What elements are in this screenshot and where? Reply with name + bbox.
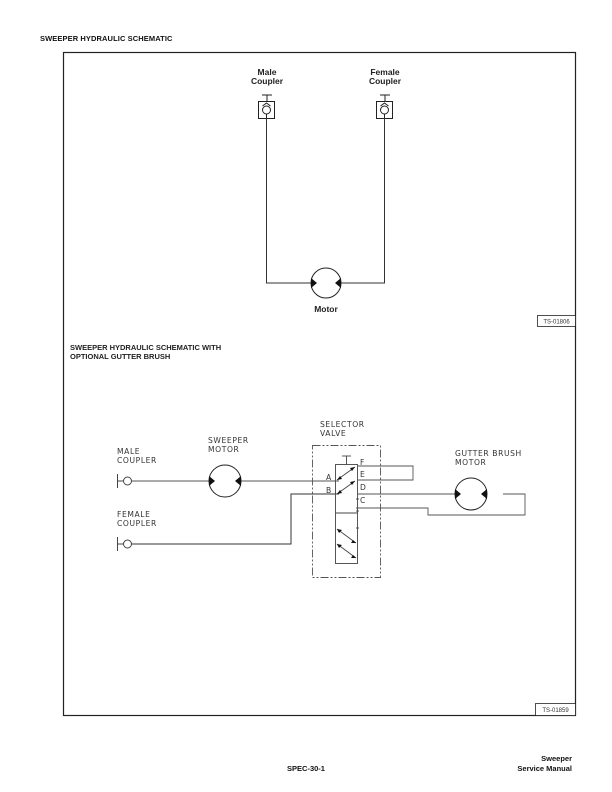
footer-manual-title-line1: Sweeper (541, 754, 572, 763)
male-coupler-label-line2: Coupler (251, 76, 284, 86)
sweeper-motor-icon (208, 464, 242, 498)
male-coupler-icon (258, 94, 275, 119)
male-coupler-label-line2: COUPLER (117, 456, 157, 465)
figure-2-heading-line2: OPTIONAL GUTTER BRUSH (70, 352, 170, 361)
page-heading: SWEEPER HYDRAULIC SCHEMATIC (40, 34, 173, 43)
figure-2-tag-box (535, 703, 576, 716)
figure-1-tag-box (537, 315, 576, 327)
male-coupler-label-line1: Male (258, 67, 277, 77)
port-f-label: F (360, 458, 364, 467)
port-b-label: B (326, 486, 331, 495)
footer-manual-title-line2: Service Manual (517, 764, 572, 773)
female-coupler-label-line2: COUPLER (117, 519, 157, 528)
motor-label: Motor (314, 304, 338, 314)
gutter-brush-motor-icon (454, 477, 488, 511)
page-number: SPEC-30-1 (287, 764, 325, 773)
female-coupler-label-line1: FEMALE (117, 510, 151, 519)
female-coupler-icon (117, 537, 132, 551)
male-coupler-label-line1: MALE (117, 447, 140, 456)
figure-2-heading-line1: SWEEPER HYDRAULIC SCHEMATIC WITH (70, 343, 221, 352)
figure-frame (62, 51, 577, 717)
hydraulic-line-c-to-gutter-motor (357, 493, 526, 516)
sweeper-motor-label-line2: MOTOR (208, 445, 240, 454)
sweeper-motor-label-line1: SWEEPER (208, 436, 249, 445)
port-e-label: E (360, 470, 365, 479)
figure-2-tag: TS-01859 (542, 708, 569, 714)
selector-valve-label-line1: SELECTOR (320, 420, 365, 429)
selector-valve-label-line2: VALVE (320, 429, 346, 438)
motor-icon (310, 267, 342, 299)
male-coupler-icon (117, 474, 132, 488)
figure-2-gutter-brush-schematic: MALE COUPLER FEMALE COUPLER SWEEPER MOTO… (117, 420, 576, 716)
gutter-brush-motor-label-line2: MOTOR (455, 458, 487, 467)
female-coupler-icon (376, 94, 393, 119)
figure-1-tag: TS-01806 (543, 320, 570, 326)
female-coupler-label-line2: Coupler (369, 76, 402, 86)
port-d-label: D (360, 483, 366, 492)
hydraulic-line-f-to-e-loop (357, 465, 414, 481)
female-coupler-label-line1: Female (370, 67, 400, 77)
gutter-brush-motor-label-line1: GUTTER BRUSH (455, 449, 522, 458)
valve-flow-arrowheads (337, 467, 356, 558)
hydraulic-line-female-to-valve-b (131, 493, 339, 545)
figure-1-basic-schematic: Male Coupler Female Coupler (251, 67, 576, 327)
selector-valve-envelope (312, 445, 381, 578)
hydraulic-line-female (341, 118, 385, 284)
port-c-label: C (360, 496, 365, 505)
port-a-label: A (326, 473, 332, 482)
hydraulic-line-male (266, 118, 311, 284)
